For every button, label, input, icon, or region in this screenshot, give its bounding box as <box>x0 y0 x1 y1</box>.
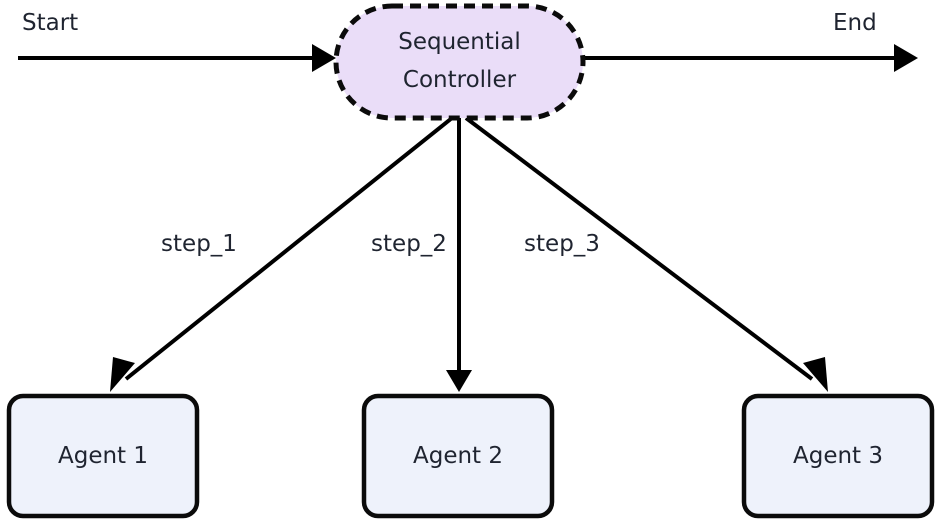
controller-label-line-1: Sequential <box>398 29 521 55</box>
edge-step-2[interactable] <box>446 118 472 392</box>
node-sequential-controller[interactable]: Sequential Controller <box>333 3 586 121</box>
edge-step-3-label: step_3 <box>524 231 600 257</box>
agent-1-label: Agent 1 <box>58 443 148 469</box>
agent-3-box <box>741 393 935 519</box>
edge-step-2-arrowhead <box>446 370 472 392</box>
end-label: End <box>833 10 877 36</box>
controller-shape <box>333 3 586 121</box>
agent-2-label: Agent 2 <box>413 443 503 469</box>
edge-step-1[interactable] <box>110 116 454 392</box>
node-agent-2[interactable]: Agent 2 <box>361 393 555 519</box>
node-agent-3[interactable]: Agent 3 <box>741 393 935 519</box>
node-agent-1[interactable]: Agent 1 <box>6 393 200 519</box>
edge-step-3[interactable] <box>464 116 828 392</box>
edge-controller-to-end[interactable] <box>585 44 918 72</box>
edge-step-1-arrowhead <box>110 357 135 392</box>
controller-label-line-2: Controller <box>403 67 517 93</box>
edge-end-arrowhead <box>894 44 918 72</box>
start-label: Start <box>22 10 78 36</box>
agent-3-label: Agent 3 <box>793 443 883 469</box>
edge-start-to-controller[interactable] <box>18 44 336 72</box>
edge-step-3-line <box>464 116 814 381</box>
edge-step-3-arrowhead <box>803 357 828 392</box>
agent-1-box <box>6 393 200 519</box>
edge-step-1-line <box>124 116 454 381</box>
edge-start-arrowhead <box>312 44 336 72</box>
edge-step-1-label: step_1 <box>161 231 237 257</box>
edge-step-2-label: step_2 <box>371 231 447 257</box>
agent-2-box <box>361 393 555 519</box>
